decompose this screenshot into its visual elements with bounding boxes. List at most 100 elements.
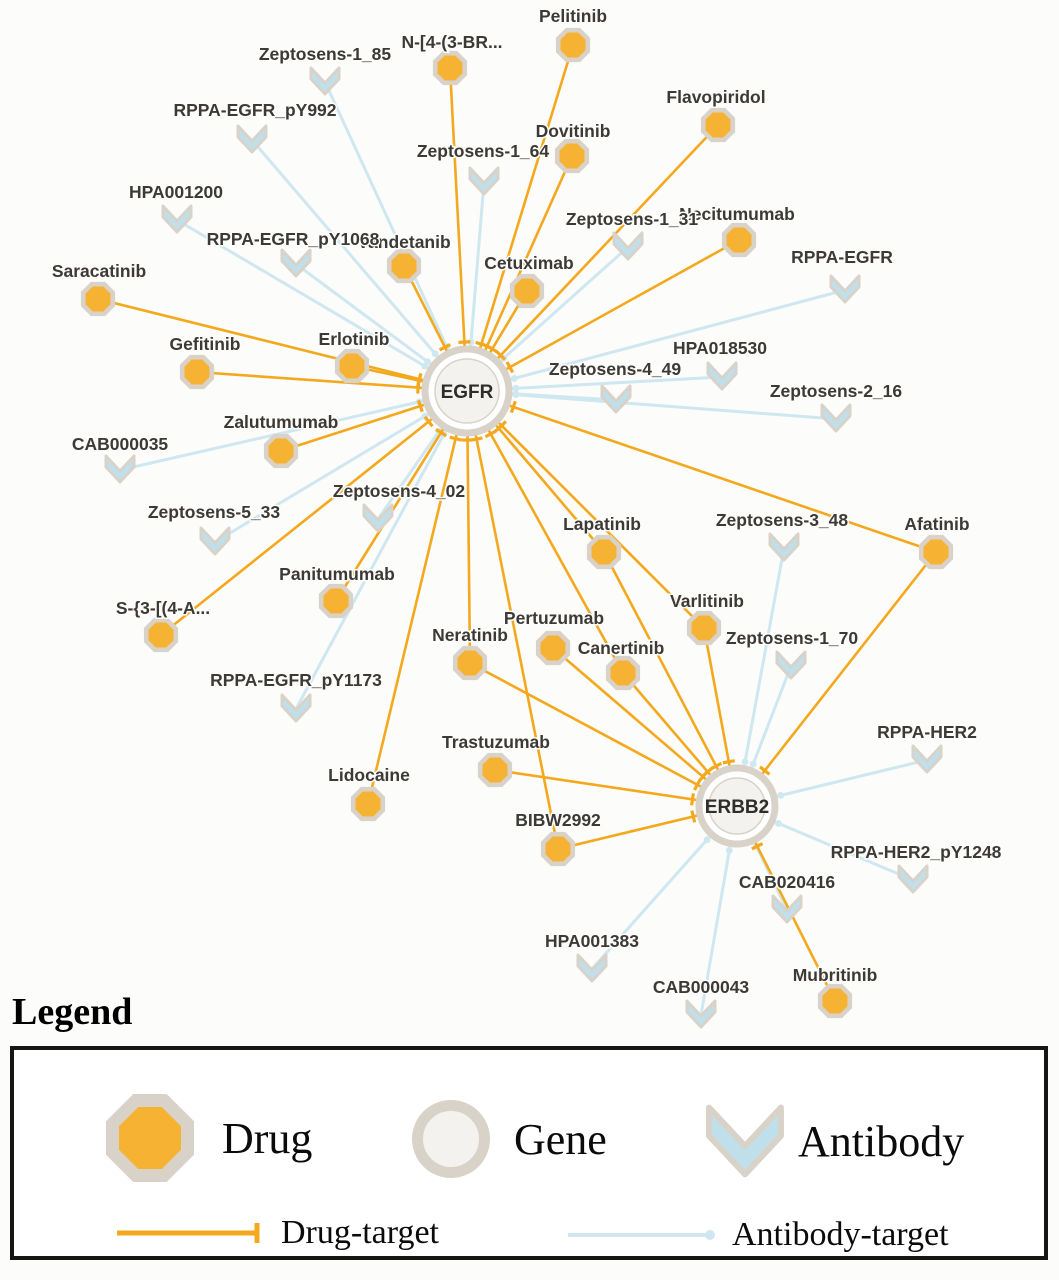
antibody-node-hpa018530[interactable] (706, 361, 738, 391)
antibody-node-zeptosens_2_16[interactable] (820, 403, 852, 433)
antibody-node-cab020416[interactable] (771, 894, 803, 924)
drug-target-edge (160, 389, 468, 637)
drug-node-s34a[interactable] (143, 617, 179, 653)
node-label-trastuzumab: Trastuzumab (442, 732, 550, 752)
node-label-erlotinib: Erlotinib (319, 329, 390, 349)
node-label-cab000035: CAB000035 (72, 434, 169, 454)
antibody-node-zeptosens_1_70[interactable] (775, 650, 807, 680)
antibody-node-zeptosens_5_33[interactable] (199, 526, 231, 556)
inhibition-tee-icon (710, 761, 723, 771)
antibody-node-zeptosens_4_49[interactable] (600, 384, 632, 414)
drug-node-zalutumumab[interactable] (263, 433, 299, 469)
drug-node-pelitinib[interactable] (555, 27, 591, 63)
node-label-lapatinib: Lapatinib (563, 514, 641, 534)
drug-node-afatinib[interactable] (918, 534, 954, 570)
node-label-afatinib: Afatinib (904, 514, 969, 534)
legend-label-drug: Drug (222, 1113, 313, 1163)
node-label-s34a: S-{3-[(4-A... (116, 598, 210, 618)
drug-target-edge (366, 390, 469, 805)
drug-node-lidocaine[interactable] (350, 786, 386, 822)
node-label-bibw2992: BIBW2992 (515, 810, 601, 830)
inhibition-tee-icon (470, 436, 483, 442)
drug-node-canertinib[interactable] (605, 655, 641, 691)
antibody-node-rppa_egfr_py1173[interactable] (280, 693, 312, 723)
node-label-hpa001383: HPA001383 (545, 931, 639, 951)
node-label-zalutumumab: Zalutumumab (224, 412, 339, 432)
antibody-node-rppa_her2_py1248[interactable] (897, 864, 929, 894)
legend-item-drug: Drug (106, 1094, 312, 1182)
drug-target-edge (465, 44, 575, 392)
drug-node-neratinib[interactable] (452, 645, 488, 681)
drug-target-edge (465, 390, 625, 674)
inhibition-tee-icon (690, 810, 697, 823)
antibody-node-zeptosens_1_85[interactable] (309, 66, 341, 96)
drug-node-cetuximab[interactable] (509, 273, 545, 309)
drug-node-necitumumab[interactable] (721, 222, 757, 258)
antibody-edge-dot-icon (775, 820, 782, 827)
antibody-target-edge (323, 81, 469, 392)
legend-item-antibody: Antibody (704, 1102, 964, 1180)
antibody-node-hpa001383[interactable] (576, 953, 608, 983)
drug-node-pertuzumab[interactable] (535, 630, 571, 666)
drug-node-varlitinib[interactable] (686, 610, 722, 646)
node-label-rppa_her2_py1248: RPPA-HER2_pY1248 (831, 842, 1002, 862)
antibody-node-rppa_egfr[interactable] (829, 274, 861, 304)
drug-node-trastuzumab[interactable] (477, 752, 513, 788)
drug-node-mubritinib[interactable] (817, 983, 853, 1019)
drug-node-bibw2992[interactable] (540, 831, 576, 867)
drug-target-edge (448, 67, 469, 392)
antibody-target-line-icon (568, 1230, 715, 1240)
node-label-n43br: N-[4-(3-BR... (401, 32, 502, 52)
node-label-gefitinib: Gefitinib (170, 334, 241, 354)
drug-node-lapatinib[interactable] (586, 534, 622, 570)
drug-target-line-icon (117, 1223, 260, 1243)
drug-target-edge (97, 297, 468, 393)
node-label-cab020416: CAB020416 (739, 872, 836, 892)
antibody-node-hpa001200[interactable] (161, 204, 193, 234)
gene-label-egfr: EGFR (441, 382, 494, 403)
drug-node-vandetanib[interactable] (386, 248, 422, 284)
antibody-node-zeptosens_4_02[interactable] (362, 503, 394, 533)
antibody-edge-dot-icon (431, 350, 439, 358)
antibody-node-zeptosens_1_64[interactable] (468, 166, 500, 196)
antibody-edge-dot-icon (510, 374, 518, 382)
inhibition-tee-icon (417, 399, 424, 413)
antibody-node-rppa_egfr_py992[interactable] (236, 124, 268, 154)
drug-node-dovitinib[interactable] (554, 138, 590, 174)
drug-node-panitumumab[interactable] (318, 583, 354, 619)
antibody-target-edge (250, 139, 469, 392)
antibody-node-cab000043[interactable] (685, 999, 717, 1029)
antibody-edge-dot-icon (725, 846, 733, 854)
antibody-node-zeptosens_3_48[interactable] (768, 532, 800, 562)
antibody-node-cab000035[interactable] (104, 454, 136, 484)
antibody-node-rppa_her2[interactable] (911, 744, 943, 774)
drug-node-saracatinib[interactable] (80, 281, 116, 317)
antibody-edge-dot-icon (424, 358, 432, 366)
node-label-necitumumab: Necitumumab (679, 204, 795, 224)
antibody-edge-dot-icon (777, 792, 785, 799)
drug-node-erlotinib[interactable] (334, 348, 370, 384)
node-label-zeptosens_5_33: Zeptosens-5_33 (148, 502, 281, 522)
antibody-node-zeptosens_1_31[interactable] (612, 231, 644, 261)
gene-node-erbb2[interactable]: ERBB2 (695, 764, 779, 848)
antibody-node-rppa_egfr_py1068[interactable] (280, 248, 312, 278)
inhibition-tee-icon (697, 771, 708, 783)
node-label-zeptosens_1_31: Zeptosens-1_31 (566, 209, 699, 229)
drug-node-gefitinib[interactable] (179, 354, 215, 390)
drug-target-edge (469, 661, 738, 808)
gene-node-egfr[interactable]: EGFR (421, 345, 513, 437)
antibody-target-edge (119, 389, 468, 472)
legend-item-drug-target: Drug-target (114, 1214, 439, 1252)
node-label-rppa_egfr_py992: RPPA-EGFR_pY992 (173, 100, 336, 120)
antibody-target-edge (176, 218, 468, 393)
drug-node-flavopiridol[interactable] (700, 107, 736, 143)
drug-target-edge (466, 238, 740, 393)
antibody-edge-dot-icon (703, 836, 711, 844)
drug-node-n43br[interactable] (432, 50, 468, 86)
legend-item-gene: Gene (412, 1100, 607, 1178)
inhibition-tee-icon (458, 340, 471, 344)
drug-target-edge (466, 389, 937, 554)
drug-octagon-icon (106, 1094, 194, 1182)
node-label-zeptosens_2_16: Zeptosens-2_16 (770, 381, 903, 401)
